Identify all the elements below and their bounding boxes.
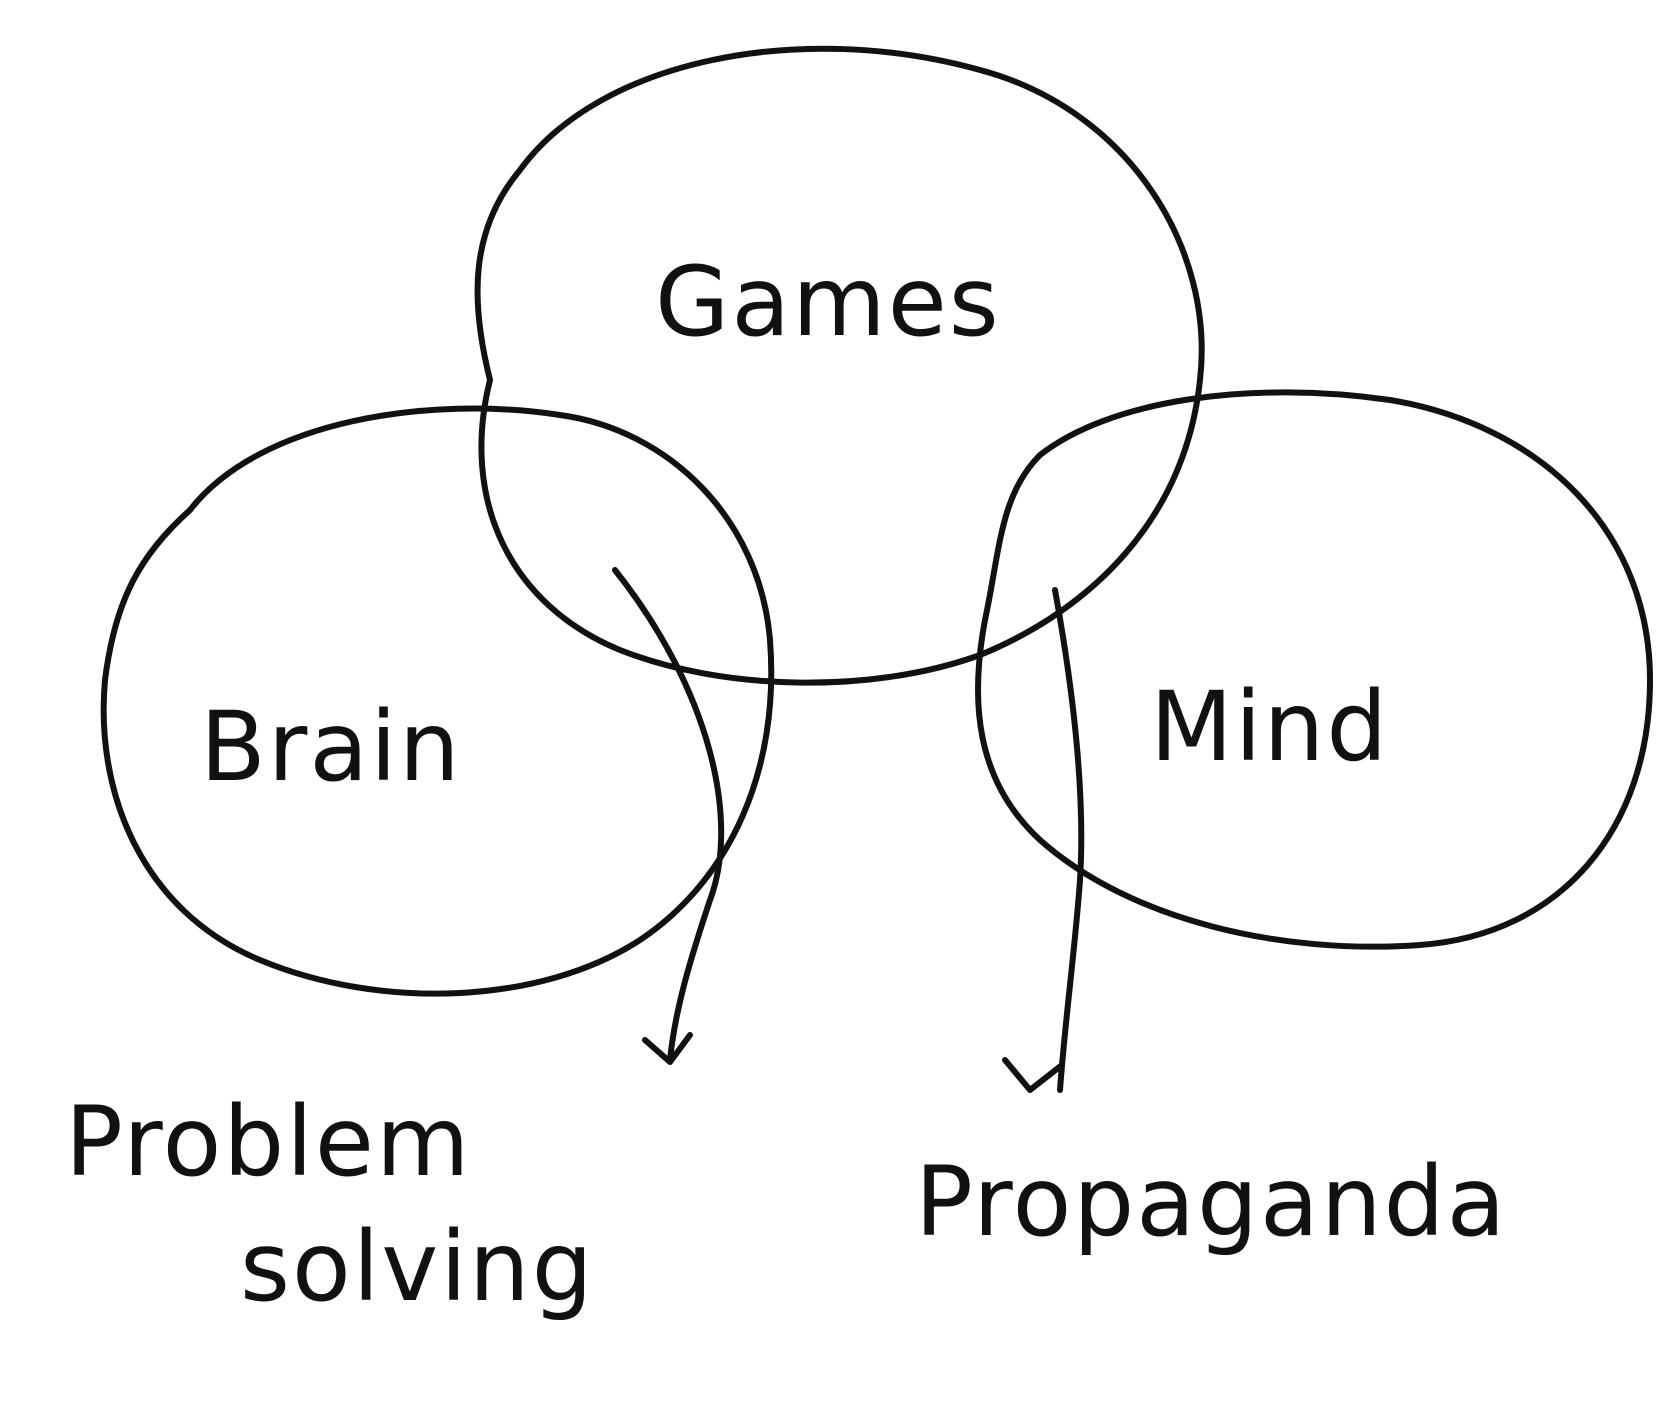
brain-circle	[100, 405, 775, 997]
propaganda-arrow	[1052, 587, 1085, 1093]
mind-circle	[975, 389, 1653, 950]
propaganda-arrowhead	[1002, 1057, 1065, 1093]
problem-solving-arrowhead	[642, 1032, 693, 1065]
problem-solving-label-line1: Problem	[65, 1086, 471, 1198]
problem-solving-arrow	[612, 567, 725, 1063]
brain-label: Brain	[200, 691, 462, 803]
games-label: Games	[655, 246, 1001, 358]
mind-label: Mind	[1150, 671, 1389, 783]
problem-solving-label-line2: solving	[240, 1211, 595, 1323]
games-circle	[474, 45, 1205, 686]
propaganda-label: Propaganda	[915, 1146, 1507, 1258]
